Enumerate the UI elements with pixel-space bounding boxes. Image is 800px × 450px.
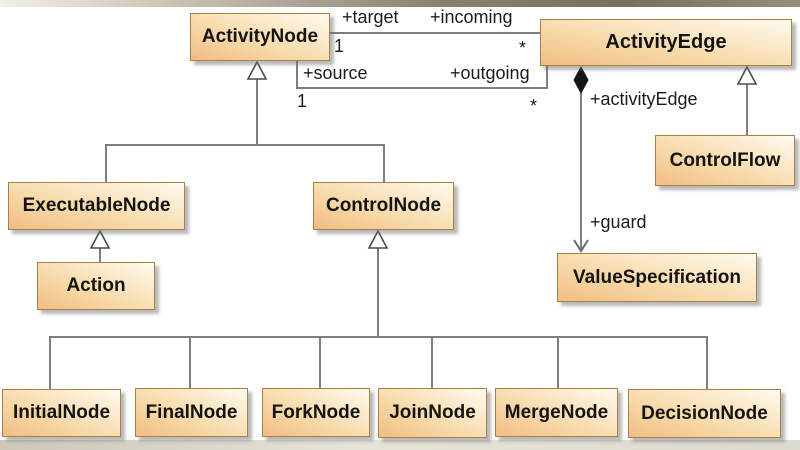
class-label: ExecutableNode — [22, 195, 171, 216]
class-label: ForkNode — [271, 401, 361, 423]
class-box-forknode: ForkNode — [262, 388, 370, 437]
role-label-source: +source — [303, 63, 368, 83]
role-label-outgoing: +outgoing — [450, 63, 530, 83]
class-box-joinnode: JoinNode — [378, 388, 487, 438]
class-label: InitialNode — [12, 402, 111, 423]
class-label: ControlNode — [325, 195, 442, 216]
bottom-letterbox-strip — [0, 440, 800, 450]
class-box-valuespecification: ValueSpecification — [557, 253, 757, 302]
multiplicity-source-one: 1 — [297, 91, 308, 111]
multiplicity-incoming-many: * — [519, 38, 527, 58]
class-box-decisionnode: DecisionNode — [628, 389, 781, 438]
class-box-initialnode: InitialNode — [2, 389, 121, 437]
multiplicity-target-one: 1 — [334, 36, 345, 56]
role-label-guard: +guard — [590, 212, 647, 232]
class-box-finalnode: FinalNode — [135, 388, 248, 437]
composition-diamond-icon — [573, 65, 589, 95]
class-label: JoinNode — [389, 402, 476, 423]
generalization-triangle-activitynode-icon — [246, 60, 268, 80]
role-label-activityedge: +activityEdge — [590, 89, 698, 109]
class-box-action: Action — [37, 262, 155, 310]
class-box-activityedge: ActivityEdge — [540, 19, 792, 66]
class-label: FinalNode — [145, 401, 238, 423]
class-label: ControlFlow — [669, 149, 781, 171]
class-label: ActivityEdge — [605, 31, 727, 53]
class-box-controlflow: ControlFlow — [655, 135, 795, 186]
association-source-outgoing-line — [296, 61, 548, 89]
multiplicity-outgoing-many: * — [530, 96, 538, 116]
open-arrowhead-icon — [573, 239, 589, 253]
class-label: Action — [66, 275, 126, 296]
class-label: ValueSpecification — [573, 266, 741, 288]
generalization-tree-controlnode-line — [49, 248, 708, 389]
class-label: MergeNode — [504, 401, 609, 423]
class-label: ActivityNode — [201, 26, 319, 47]
generalization-triangle-controlnode-icon — [367, 229, 389, 249]
generalization-triangle-activityedge-icon — [736, 65, 758, 85]
class-box-controlnode: ControlNode — [313, 182, 454, 230]
role-label-incoming: +incoming — [430, 7, 513, 27]
class-label: DecisionNode — [641, 402, 768, 424]
generalization-tree-activitynode-line — [105, 79, 385, 182]
class-box-mergenode: MergeNode — [495, 388, 618, 437]
role-label-target: +target — [342, 7, 399, 27]
class-box-executablenode: ExecutableNode — [8, 182, 185, 230]
top-letterbox-strip — [0, 0, 800, 7]
generalization-triangle-executablenode-icon — [89, 229, 111, 249]
class-box-activitynode: ActivityNode — [190, 13, 330, 61]
